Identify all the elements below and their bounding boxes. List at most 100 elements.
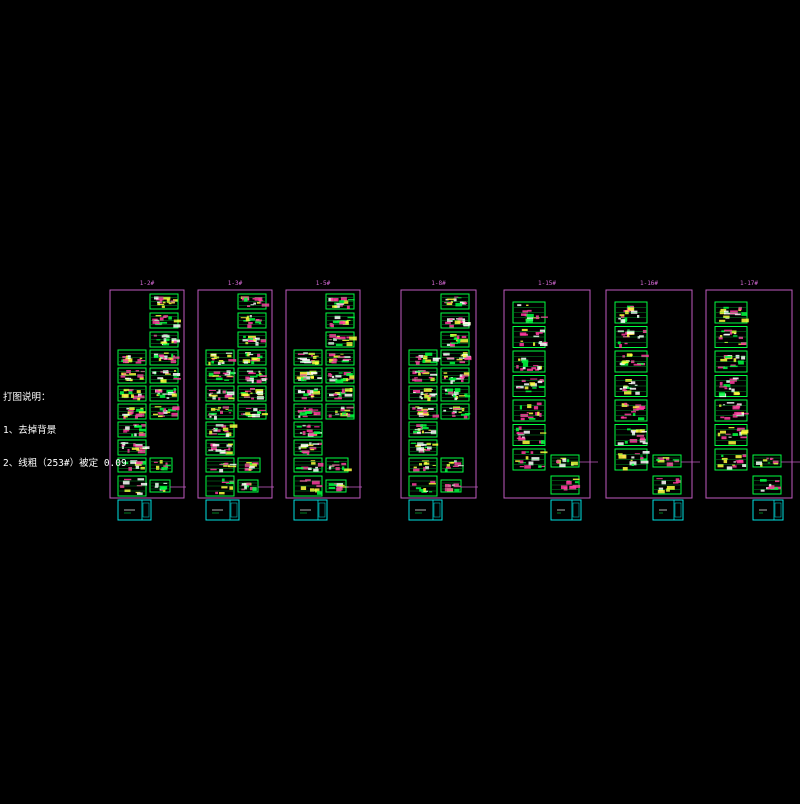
sheet — [614, 375, 648, 397]
sheet — [714, 350, 748, 373]
sheet — [237, 331, 267, 348]
sheet — [325, 385, 355, 402]
print-note-2: 2、线粗（253#）被定 0.09 — [3, 458, 127, 469]
sheet — [408, 457, 438, 473]
sheet — [440, 367, 470, 384]
sheet — [440, 293, 470, 310]
sheet — [149, 457, 173, 473]
sheet — [325, 293, 355, 310]
sheet — [512, 326, 548, 348]
frame-label: 1-3# — [228, 280, 243, 287]
sheet — [117, 349, 147, 366]
print-notes-title: 打图说明： — [3, 392, 51, 403]
sheet — [149, 293, 179, 310]
sheet — [714, 375, 748, 398]
title-block — [293, 499, 328, 521]
title-block — [408, 499, 443, 521]
sheet — [205, 421, 238, 438]
sheet — [325, 403, 355, 420]
sheet — [325, 349, 355, 366]
sheet — [149, 349, 180, 366]
sheet — [440, 331, 470, 348]
drawing-frame: 1-15# — [503, 280, 598, 521]
sheet — [205, 457, 237, 473]
sheet — [408, 349, 441, 366]
frame-label: 1-8# — [431, 280, 446, 287]
sheet — [408, 367, 438, 384]
sheet — [512, 448, 548, 471]
sheet — [614, 448, 650, 471]
sheet — [652, 454, 682, 468]
sheet — [614, 326, 648, 348]
sheet — [205, 367, 236, 384]
sheet — [325, 312, 355, 329]
sheet — [149, 331, 180, 348]
sheet — [408, 403, 439, 420]
sheet — [293, 439, 323, 456]
sheet — [614, 350, 649, 373]
sheet — [205, 475, 235, 497]
sheet — [293, 457, 324, 473]
sheet — [149, 479, 171, 493]
sheet — [237, 385, 267, 402]
frame-border — [197, 289, 273, 499]
sheet — [408, 439, 439, 456]
sheet — [512, 375, 546, 397]
frame-label: 1-17# — [740, 280, 758, 287]
sheet — [117, 457, 147, 473]
title-block — [117, 499, 152, 521]
sheet — [237, 403, 268, 420]
frame-border — [705, 289, 793, 499]
sheet — [550, 454, 580, 468]
sheet — [293, 349, 323, 366]
sheet — [237, 293, 270, 310]
drawing-frame: 1-8# — [400, 280, 478, 521]
frame-label: 1-2# — [140, 280, 155, 287]
sheet — [237, 457, 261, 473]
sheet — [117, 403, 147, 420]
frame-label: 1-15# — [538, 280, 556, 287]
sheet — [752, 454, 782, 468]
sheet — [440, 403, 471, 420]
sheet — [237, 349, 267, 366]
sheet — [512, 301, 548, 324]
sheet — [117, 367, 147, 384]
sheet — [714, 301, 749, 324]
sheet — [550, 475, 581, 495]
sheet — [614, 399, 648, 422]
sheet — [440, 457, 464, 473]
sheet — [614, 424, 648, 446]
sheet — [440, 385, 471, 402]
sheet — [293, 367, 323, 384]
sheet — [512, 424, 547, 446]
sheet — [440, 312, 471, 329]
sheet — [652, 475, 682, 495]
sheet — [614, 301, 648, 324]
drawing-frame: 1-16# — [605, 280, 700, 521]
sheet — [237, 367, 268, 384]
frame-border — [605, 289, 693, 499]
title-block — [752, 499, 784, 521]
sheet — [512, 350, 546, 373]
sheet — [714, 326, 748, 348]
frame-border — [109, 289, 185, 499]
frame-border — [503, 289, 591, 499]
sheet — [205, 349, 237, 366]
sheet — [293, 475, 323, 497]
sheet — [714, 424, 749, 446]
sheet — [237, 479, 259, 493]
sheet — [117, 385, 147, 402]
print-note-1: 1、去掉背景 — [3, 425, 57, 436]
sheet — [205, 385, 235, 402]
drawing-frame: 1-17# — [705, 280, 800, 521]
drawing-frame: 1-2# — [109, 280, 186, 521]
frame-border — [400, 289, 477, 499]
sheet — [325, 367, 355, 384]
sheet — [149, 312, 181, 329]
sheet — [325, 457, 352, 473]
sheet — [752, 475, 782, 495]
sheet — [512, 399, 546, 422]
frame-label: 1-5# — [316, 280, 331, 287]
